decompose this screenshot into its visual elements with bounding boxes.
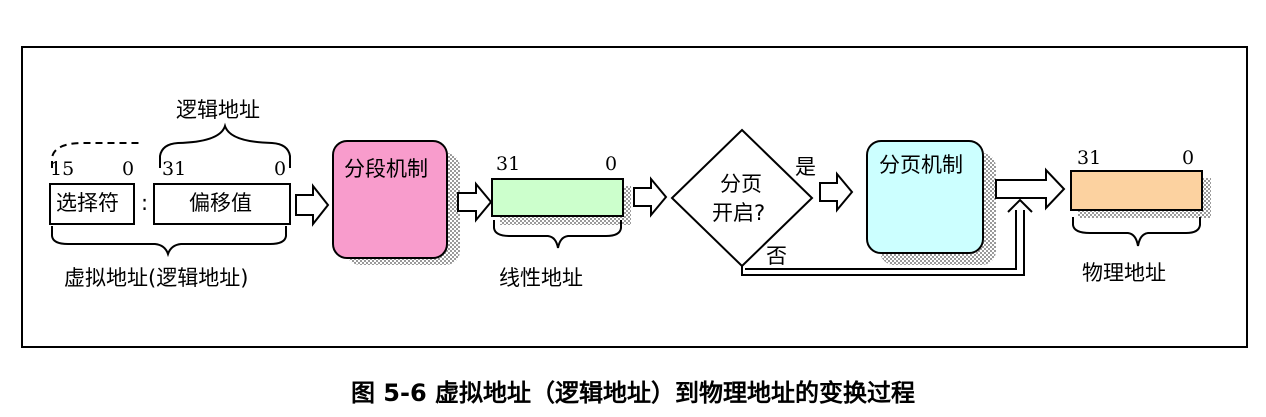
physical-address-box	[1070, 170, 1203, 211]
linear-address-box	[491, 178, 624, 217]
decision-line-2: 开启?	[712, 201, 766, 225]
physical-bit-0: 0	[1182, 147, 1195, 169]
logical-address-label: 逻辑地址	[176, 98, 260, 122]
no-path-outer	[741, 210, 1025, 276]
virtual-address-brace	[51, 226, 287, 258]
offset-label: 偏移值	[189, 191, 252, 215]
no-path-arrowhead	[1007, 198, 1033, 213]
linear-bit-0: 0	[605, 153, 618, 175]
selector-label: 选择符	[56, 191, 119, 215]
segmentation-box	[332, 140, 448, 259]
selector-bit-15: 15	[50, 158, 75, 180]
linear-address-brace	[493, 220, 622, 249]
paging-enabled-diamond	[670, 128, 814, 268]
decision-no-label: 否	[766, 244, 787, 268]
paging-box	[866, 140, 984, 254]
arrow-to-physical	[995, 167, 1066, 211]
arrow-to-decision	[633, 176, 668, 218]
selector-bit-0: 0	[122, 158, 135, 180]
offset-box	[153, 183, 291, 225]
virtual-address-label: 虚拟地址(逻辑地址)	[64, 266, 249, 290]
figure-caption: 图 5-6 虚拟地址（逻辑地址）到物理地址的变换过程	[350, 379, 916, 407]
linear-address-label: 线性地址	[499, 266, 583, 290]
linear-bit-31: 31	[496, 153, 521, 175]
arrow-to-segmentation	[295, 183, 330, 227]
offset-bit-31: 31	[162, 158, 187, 180]
arrow-to-linear	[457, 181, 493, 223]
decision-yes-label: 是	[795, 155, 816, 179]
diagram-frame	[21, 46, 1248, 348]
physical-address-label: 物理地址	[1082, 261, 1166, 285]
decision-line-1: 分页	[720, 172, 762, 196]
arrow-yes-to-paging	[819, 171, 854, 213]
no-path-inner	[745, 210, 1017, 270]
logical-address-brace	[159, 122, 291, 168]
physical-address-brace	[1072, 217, 1201, 247]
selector-box	[49, 183, 135, 225]
physical-bit-31: 31	[1077, 147, 1102, 169]
colon-separator: :	[141, 191, 149, 215]
segmentation-label: 分段机制	[344, 157, 428, 181]
paging-label: 分页机制	[879, 153, 963, 177]
offset-bit-0: 0	[274, 158, 287, 180]
